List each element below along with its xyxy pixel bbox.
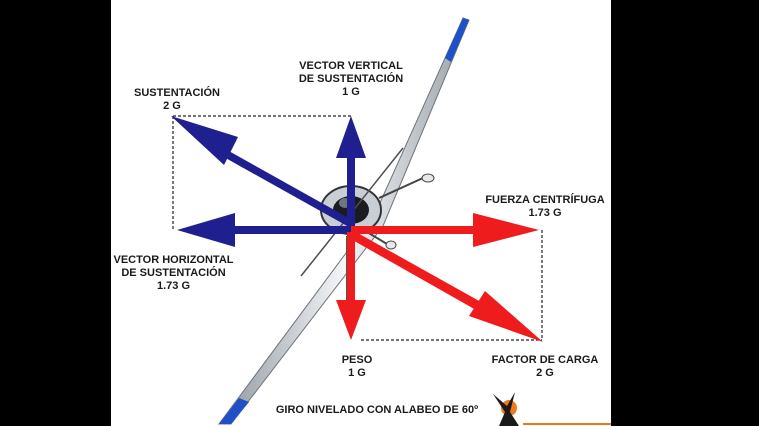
lift-vectors (171, 116, 366, 247)
logo-icon (493, 392, 611, 426)
label-fuerza-centrifuga: FUERZA CENTRÍFUGA 1.73 G (485, 194, 605, 219)
label-sustentacion: SUSTENTACIÓN 2 G (134, 87, 220, 112)
vector-sustentacion (171, 116, 354, 227)
turn-forces-diagram (171, 17, 611, 426)
caption: GIRO NIVELADO CON ALABEO DE 60º (275, 404, 479, 416)
diagram-panel: SUSTENTACIÓN 2 G VECTOR VERTICAL DE SUST… (111, 0, 611, 426)
label-factor-carga: FACTOR DE CARGA 2 G (491, 354, 599, 379)
vector-factor-carga (349, 231, 543, 342)
vector-vertical-sustentacion (336, 116, 366, 232)
label-vector-vertical: VECTOR VERTICAL DE SUSTENTACIÓN 1 G (298, 60, 404, 98)
label-vector-horizontal: VECTOR HORIZONTAL DE SUSTENTACIÓN 1.73 G (113, 254, 234, 292)
dashed-guides (172, 115, 543, 341)
load-vectors (336, 213, 543, 342)
label-peso: PESO 1 G (341, 354, 373, 379)
vector-fuerza-centrifuga (351, 213, 539, 247)
vector-peso (336, 232, 366, 340)
vector-horizontal-sustentacion (177, 213, 351, 247)
